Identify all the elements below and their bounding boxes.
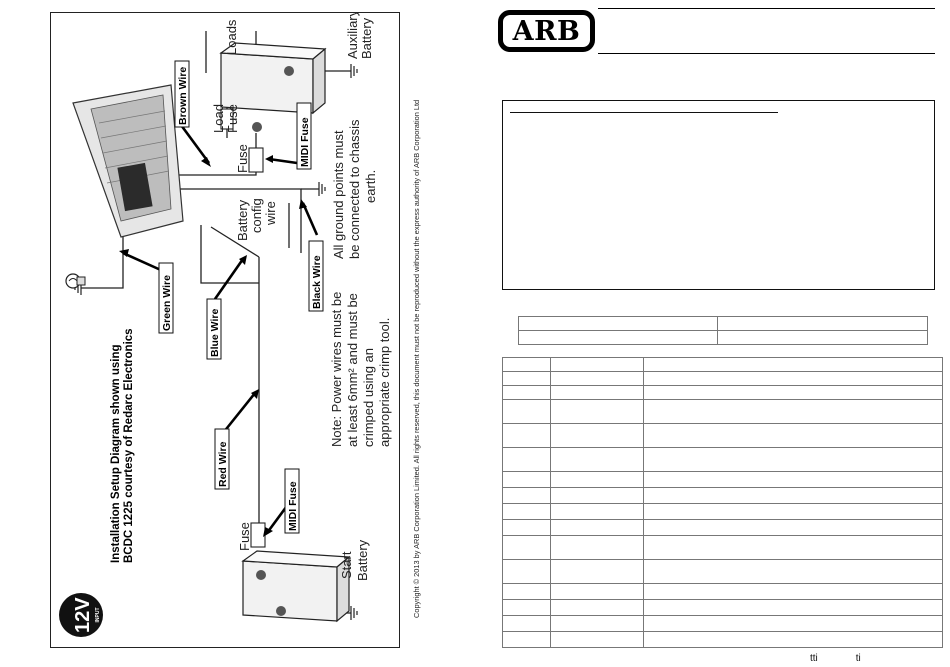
table-row [502,385,943,400]
table-row [502,631,943,648]
parts-table [502,357,943,648]
green-wire-line [81,235,124,289]
lamp-icon [65,273,86,289]
diagram-title-line2: BCDC 1225 courtesy of Redarc Electronics [123,328,135,563]
load-fuse-label-1: Load [211,104,226,133]
midi-fuse-bottom-label: MIDI Fuse [287,481,299,531]
auxiliary-battery-icon [219,42,327,132]
ground-symbol-chassis [318,182,326,196]
table-row [502,599,943,616]
header-rule-bottom [598,53,935,54]
dc-charger-unit [72,84,184,238]
brown-wire-line [151,133,257,176]
table-row [502,399,943,424]
copyright-notice: Copyright © 2013 by ARB Corporation Limi… [412,99,421,618]
power-note-line2: at least 6mm² and must be [345,293,360,447]
ground-symbol-start [350,606,358,620]
table-row [518,316,928,331]
footer-fragment-1: tti [810,653,818,664]
red-wire-label: Red Wire [217,441,229,487]
blue-wire-line [200,225,259,284]
table-row [502,423,943,448]
footer-fragment-2: ti [855,653,861,664]
table-row [502,615,943,632]
battery-config-label-3: wire [263,201,278,226]
loads-label: Loads [224,19,239,55]
info-box-heading-rule [510,112,778,113]
fuse-top-label: Fuse [235,144,250,173]
power-note-line1: Note: Power wires must be [329,292,344,447]
table-row [502,535,943,560]
table-row [502,447,943,472]
auxiliary-battery-label-1: Auxiliary [345,13,360,59]
fuse-bottom-symbol [250,522,266,548]
arrow-heads [119,155,307,537]
table-row [502,503,943,520]
wiring-diagram: 12V INPUT Installation Setup Diagram sho… [59,13,392,637]
diagram-title-line1: Installation Setup Diagram shown using [110,344,122,563]
battery-config-label-1: Battery [235,199,250,241]
load-fuse-label-2: Fuse [225,104,240,133]
table-row [502,371,943,386]
blue-wire-label: Blue Wire [209,309,221,357]
fuse-bottom-label: Fuse [237,522,252,551]
arb-logo: ARB [498,10,595,52]
arb-logo-text: ARB [512,15,581,47]
table-row [502,471,943,488]
label-boxes [158,60,324,534]
info-box [502,100,935,290]
table-row [502,487,943,504]
fuse-top-symbol [248,147,264,173]
battery-config-label-2: config [249,198,264,233]
load-fuse-symbol [220,108,234,130]
ground-symbol-aux [350,64,358,78]
brown-wire-label: Brown Wire [177,67,189,125]
table-row [502,583,943,600]
auxiliary-battery-label-2: Battery [359,17,374,59]
table-row [502,559,943,584]
power-note-line4: appropriate crimp tool. [377,318,392,447]
ground-note-line3: earth. [363,170,378,203]
wiring-diagram-panel: 12V INPUT Installation Setup Diagram sho… [50,12,400,648]
footer-fragments: tti ti [810,653,899,664]
fuse-symbols [220,108,266,548]
input-badge: 12V INPUT [59,593,103,637]
table-row [518,330,928,345]
power-note-line3: crimped using an [361,348,376,447]
input-voltage: 12V [72,597,94,633]
start-battery-label-1: Start [339,551,354,579]
ground-note-line1: All ground points must [331,130,346,259]
start-battery-icon [241,550,351,623]
ground-note-line2: be connected to chassis [347,119,362,259]
black-wire-label: Black Wire [311,255,323,309]
input-label: INPUT [95,608,101,623]
start-battery-label-2: Battery [355,539,370,581]
midi-fuse-top-label: MIDI Fuse [299,117,311,167]
spec-table [518,316,928,345]
green-wire-label: Green Wire [161,275,173,331]
red-wire-to-unit [210,226,260,258]
table-row [502,519,943,536]
header-rule-top [598,8,935,9]
table-row [502,357,943,372]
